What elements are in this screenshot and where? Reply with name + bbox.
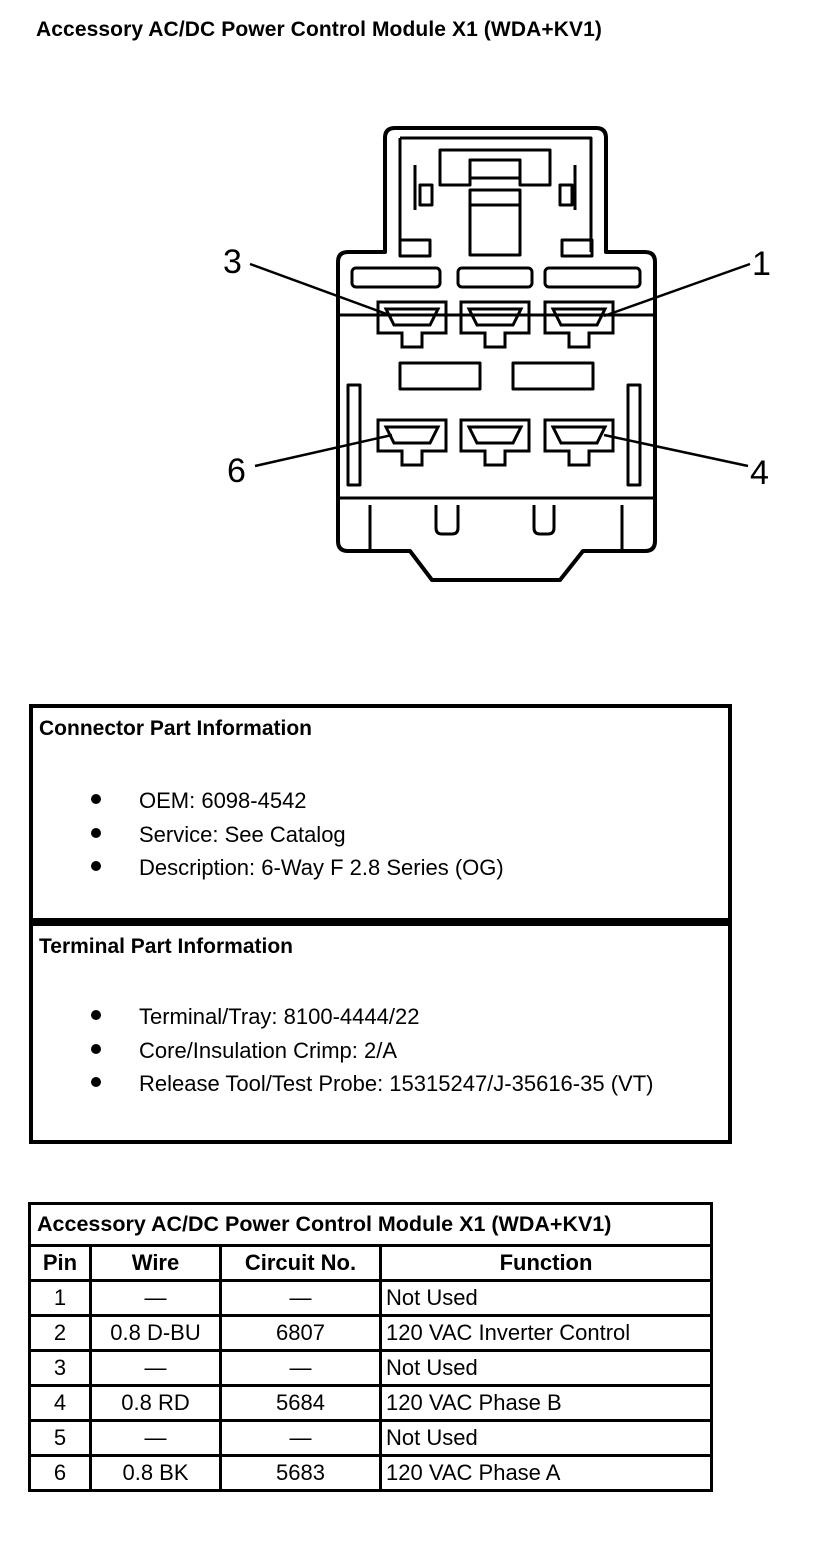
connector-part-info-box: Connector Part Information OEM: 6098-454… bbox=[29, 704, 732, 922]
leader-line-4 bbox=[603, 433, 749, 468]
table-row: 5 — — Not Used bbox=[28, 1419, 713, 1457]
latch bbox=[438, 148, 552, 187]
function-cell: Not Used bbox=[379, 1349, 713, 1387]
bullet-icon bbox=[91, 827, 101, 838]
table-row: 4 0.8 RD 5684 120 VAC Phase B bbox=[28, 1384, 713, 1422]
header-circuit: Circuit No. bbox=[219, 1244, 382, 1282]
function-cell: 120 VAC Inverter Control bbox=[379, 1314, 713, 1352]
pin-cell: 5 bbox=[28, 1419, 92, 1457]
terminal-cavities bbox=[376, 300, 615, 467]
pin-callout-1: 1 bbox=[752, 245, 771, 283]
circuit-cell: — bbox=[219, 1349, 382, 1387]
bullet-icon bbox=[91, 861, 101, 871]
header-wire: Wire bbox=[89, 1244, 222, 1282]
bullet-icon bbox=[91, 1077, 101, 1087]
pin-callout-6: 6 bbox=[227, 452, 246, 490]
pin-cell: 3 bbox=[28, 1349, 92, 1387]
pin-callout-3: 3 bbox=[223, 243, 242, 281]
pin-table-caption: Accessory AC/DC Power Control Module X1 … bbox=[28, 1202, 713, 1247]
pin-callout-4: 4 bbox=[750, 454, 769, 492]
connector-housing bbox=[336, 126, 657, 582]
table-row: 2 0.8 D-BU 6807 120 VAC Inverter Control bbox=[28, 1314, 713, 1352]
connector-part-info-title: Connector Part Information bbox=[39, 717, 313, 740]
wire-cell: — bbox=[89, 1349, 222, 1387]
circuit-cell: — bbox=[219, 1419, 382, 1457]
wire-cell: — bbox=[89, 1279, 222, 1317]
cavity-2 bbox=[459, 300, 531, 349]
cavity-5 bbox=[459, 418, 531, 467]
terminal-part-info-box: Terminal Part Information Terminal/Tray:… bbox=[29, 922, 732, 1144]
leader-line-3 bbox=[249, 262, 393, 318]
leader-line-6 bbox=[254, 433, 393, 468]
table-row: 1 — — Not Used bbox=[28, 1279, 713, 1317]
pin-cell: 1 bbox=[28, 1279, 92, 1317]
wire-cell: 0.8 RD bbox=[89, 1384, 222, 1422]
circuit-cell: 5684 bbox=[219, 1384, 382, 1422]
header-pin: Pin bbox=[28, 1244, 92, 1282]
bullet-icon bbox=[91, 794, 101, 804]
terminal-part-info-title: Terminal Part Information bbox=[39, 935, 293, 958]
leader-line-1 bbox=[603, 262, 751, 318]
bullet-icon bbox=[91, 1010, 101, 1020]
bullet-icon bbox=[91, 1043, 101, 1054]
function-cell: 120 VAC Phase A bbox=[379, 1454, 713, 1492]
cavity-1 bbox=[543, 300, 615, 349]
header-function: Function bbox=[379, 1244, 713, 1282]
circuit-cell: — bbox=[219, 1279, 382, 1317]
connector-diagram: 3 1 6 4 bbox=[223, 126, 771, 582]
circuit-cell: 6807 bbox=[219, 1314, 382, 1352]
pin-table: Accessory AC/DC Power Control Module X1 … bbox=[28, 1202, 713, 1492]
cavity-6 bbox=[376, 418, 448, 467]
cavity-4 bbox=[543, 418, 615, 467]
pin-cell: 4 bbox=[28, 1384, 92, 1422]
function-cell: Not Used bbox=[379, 1419, 713, 1457]
table-row: 3 — — Not Used bbox=[28, 1349, 713, 1387]
function-cell: Not Used bbox=[379, 1279, 713, 1317]
function-cell: 120 VAC Phase B bbox=[379, 1384, 713, 1422]
pin-cell: 6 bbox=[28, 1454, 92, 1492]
circuit-cell: 5683 bbox=[219, 1454, 382, 1492]
wire-cell: 0.8 D-BU bbox=[89, 1314, 222, 1352]
table-row: 6 0.8 BK 5683 120 VAC Phase A bbox=[28, 1454, 713, 1492]
page-title: Accessory AC/DC Power Control Module X1 … bbox=[36, 18, 602, 41]
wire-cell: 0.8 BK bbox=[89, 1454, 222, 1492]
wire-cell: — bbox=[89, 1419, 222, 1457]
cavity-3 bbox=[376, 300, 448, 349]
pin-cell: 2 bbox=[28, 1314, 92, 1352]
